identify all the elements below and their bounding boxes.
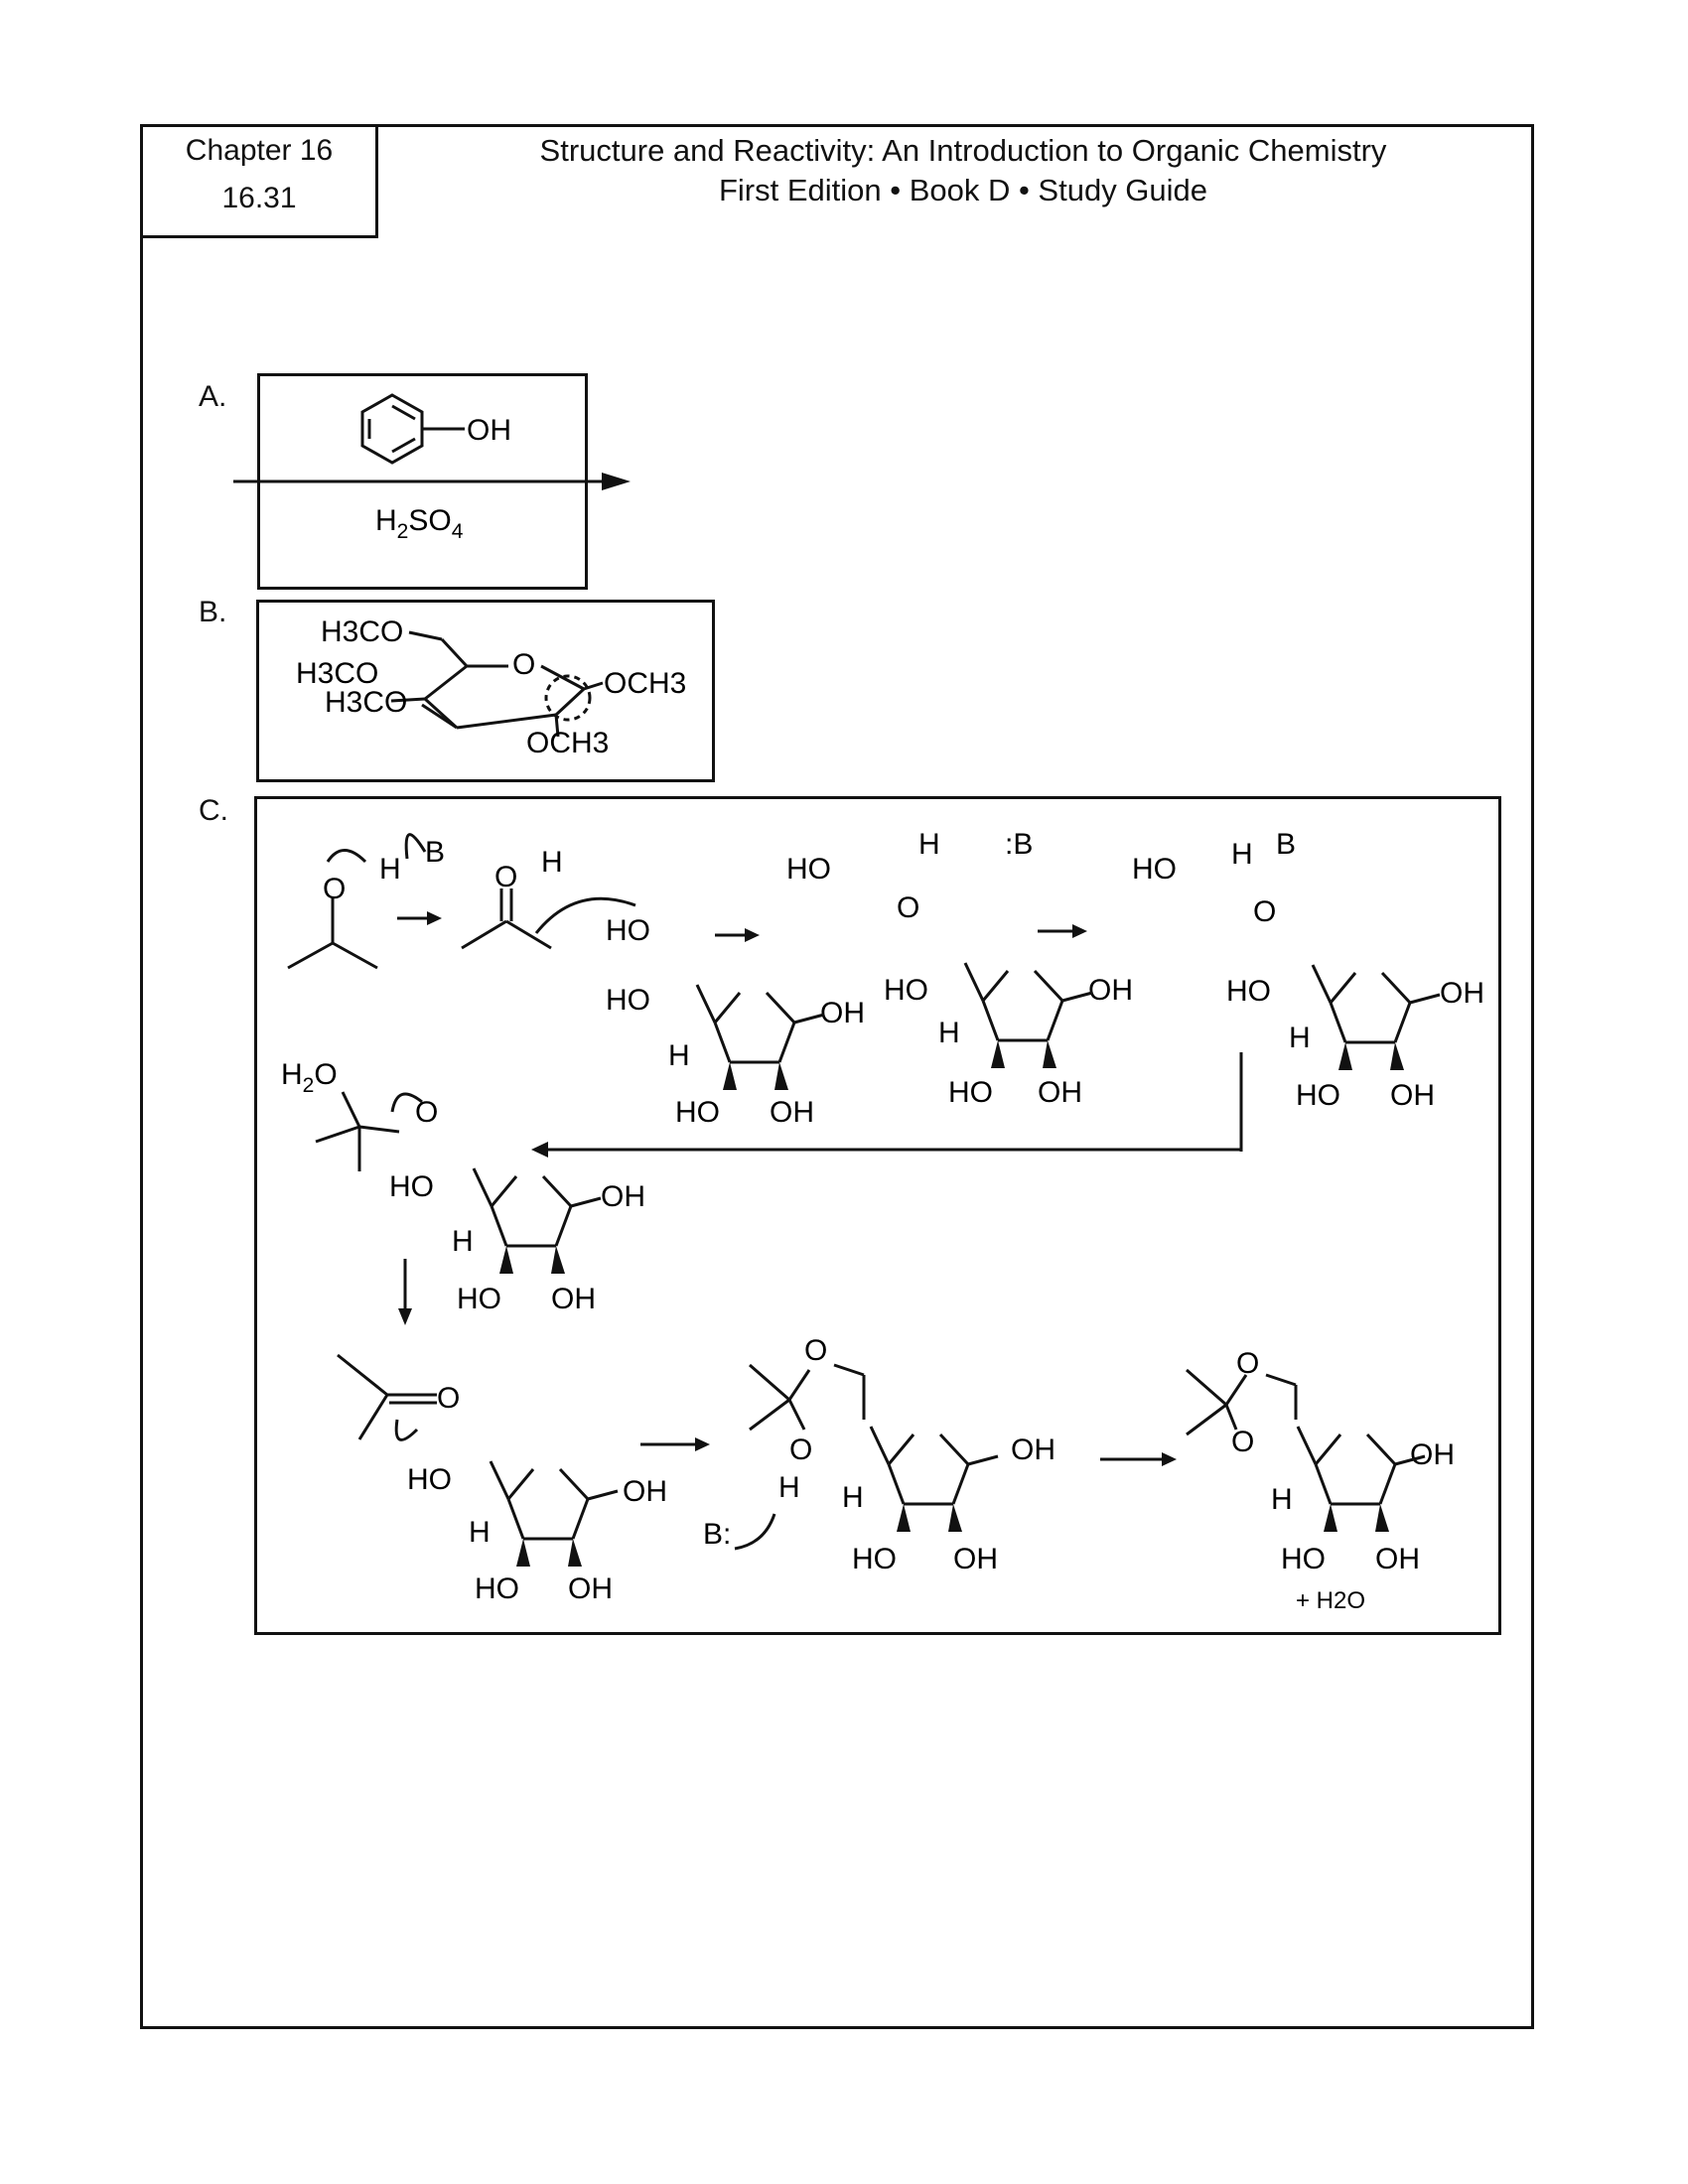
- book-title: Structure and Reactivity: An Introductio…: [539, 133, 1387, 168]
- acetone-1: [287, 833, 427, 970]
- chapter-box: Chapter 16 16.31: [140, 124, 378, 238]
- hemiketal-water: [315, 1091, 423, 1171]
- c-base-2: B:: [703, 1518, 731, 1551]
- c-oh-1: OH: [820, 997, 865, 1029]
- problem-number: 16.31: [221, 182, 297, 214]
- benzene-ring: [360, 393, 424, 465]
- c-ho-13: HO: [475, 1572, 519, 1605]
- b-h3co-bottom: H3CO: [325, 686, 407, 719]
- c-oh-7: OH: [601, 1180, 645, 1213]
- c-h5: H: [938, 1017, 960, 1049]
- c-h8: H: [452, 1225, 474, 1258]
- c-h7: H: [1289, 1022, 1311, 1054]
- curved-arrow-4: [390, 1092, 423, 1113]
- c-oh-14: OH: [1375, 1543, 1420, 1575]
- phenol-oh: OH: [467, 414, 511, 447]
- c-ho-14: HO: [852, 1543, 897, 1575]
- curved-arrow-1: [326, 849, 367, 864]
- c-oh-13: OH: [1410, 1438, 1455, 1471]
- c-oxonium-o: O: [494, 861, 517, 893]
- c-ring-o-3: O: [1236, 1347, 1259, 1380]
- c-ho-9: HO: [1296, 1079, 1340, 1112]
- c-oxonium-o-2: O: [897, 891, 919, 924]
- phenol-structure: [360, 393, 465, 465]
- part-b-label: B.: [199, 596, 227, 628]
- c-ho-5: HO: [884, 974, 928, 1007]
- acetonide-product: [1186, 1368, 1298, 1436]
- c-ho-3: HO: [675, 1096, 720, 1129]
- c-ho-11: HO: [457, 1283, 501, 1315]
- part-c-box: [254, 796, 1501, 1635]
- c-oh-5: OH: [1440, 977, 1484, 1010]
- c-oh-11: OH: [1011, 1433, 1055, 1466]
- c-h2: H: [541, 846, 563, 879]
- part-a-label: A.: [199, 380, 227, 413]
- c-ether-o-1: O: [1253, 895, 1276, 928]
- c-b2: B: [1276, 828, 1296, 861]
- c-oh-8: OH: [551, 1283, 596, 1315]
- c-oh-2: OH: [770, 1096, 814, 1129]
- c-ho-8: HO: [1226, 975, 1271, 1008]
- c-h10: H: [778, 1471, 800, 1504]
- reaction-arrowhead: [602, 473, 631, 490]
- c-ring-o-4: O: [1231, 1426, 1254, 1458]
- anomeric-circle: [544, 674, 592, 722]
- c-h11: H: [842, 1481, 864, 1514]
- c-oh-9: OH: [623, 1475, 667, 1508]
- book-header: Structure and Reactivity: An Introductio…: [397, 131, 1529, 210]
- c-base-1: :B: [1005, 828, 1033, 861]
- c-h1: H: [379, 853, 401, 886]
- curved-arrow-3: [534, 896, 636, 934]
- c-ho-12: HO: [407, 1463, 452, 1496]
- c-ho-2: HO: [606, 984, 650, 1017]
- c-h2o-group: H2O: [281, 1058, 338, 1097]
- c-h3: H: [668, 1039, 690, 1072]
- b-och3-bottom: OCH3: [526, 727, 609, 759]
- c-ether-o-2: O: [415, 1096, 438, 1129]
- c-h12: H: [1271, 1483, 1293, 1516]
- curved-arrow-2: [404, 833, 427, 860]
- c-oh-12: OH: [953, 1543, 998, 1575]
- c-acetone-o: O: [323, 873, 346, 905]
- b-h3co-top: H3CO: [321, 615, 403, 648]
- acid-reagent: H2SO4: [375, 504, 464, 543]
- curved-arrow-6: [734, 1513, 776, 1551]
- oxocarbenium: [337, 1353, 437, 1441]
- part-b-box: [256, 600, 715, 782]
- c-oxonium-o-3: O: [437, 1382, 460, 1415]
- c-oh-4: OH: [1038, 1076, 1082, 1109]
- dioxolane-intermediate: [734, 1363, 866, 1551]
- page-frame: [140, 124, 1534, 2029]
- b-h3co-middle: H3CO: [296, 657, 378, 690]
- glucoside-ring: [390, 630, 604, 738]
- c-ho-15: HO: [1281, 1543, 1326, 1575]
- c-oh-6: OH: [1390, 1079, 1435, 1112]
- c-h6: H: [1231, 838, 1253, 871]
- curved-arrow-5: [394, 1419, 419, 1441]
- c-ring-o-2: O: [789, 1433, 812, 1466]
- c-oh-3: OH: [1088, 974, 1133, 1007]
- c-ho-10: HO: [389, 1170, 434, 1203]
- c-water-byproduct: + H2O: [1296, 1587, 1365, 1614]
- chapter-label: Chapter 16: [185, 134, 334, 167]
- b-ring-oxygen: O: [512, 648, 535, 681]
- c-ho-6: HO: [948, 1076, 993, 1109]
- c-ho-7: HO: [1132, 853, 1177, 886]
- part-c-label: C.: [199, 794, 228, 827]
- c-h9: H: [469, 1516, 491, 1549]
- book-subtitle: First Edition • Book D • Study Guide: [718, 173, 1208, 207]
- c-ho-4: HO: [786, 853, 831, 886]
- c-oh-10: OH: [568, 1572, 613, 1605]
- c-h4: H: [918, 828, 940, 861]
- c-ring-o-1: O: [804, 1334, 827, 1367]
- b-och3-anomeric: OCH3: [604, 667, 686, 700]
- c-b1: B: [425, 836, 445, 869]
- protonated-acetone: [461, 888, 636, 950]
- c-ho-1: HO: [606, 914, 650, 947]
